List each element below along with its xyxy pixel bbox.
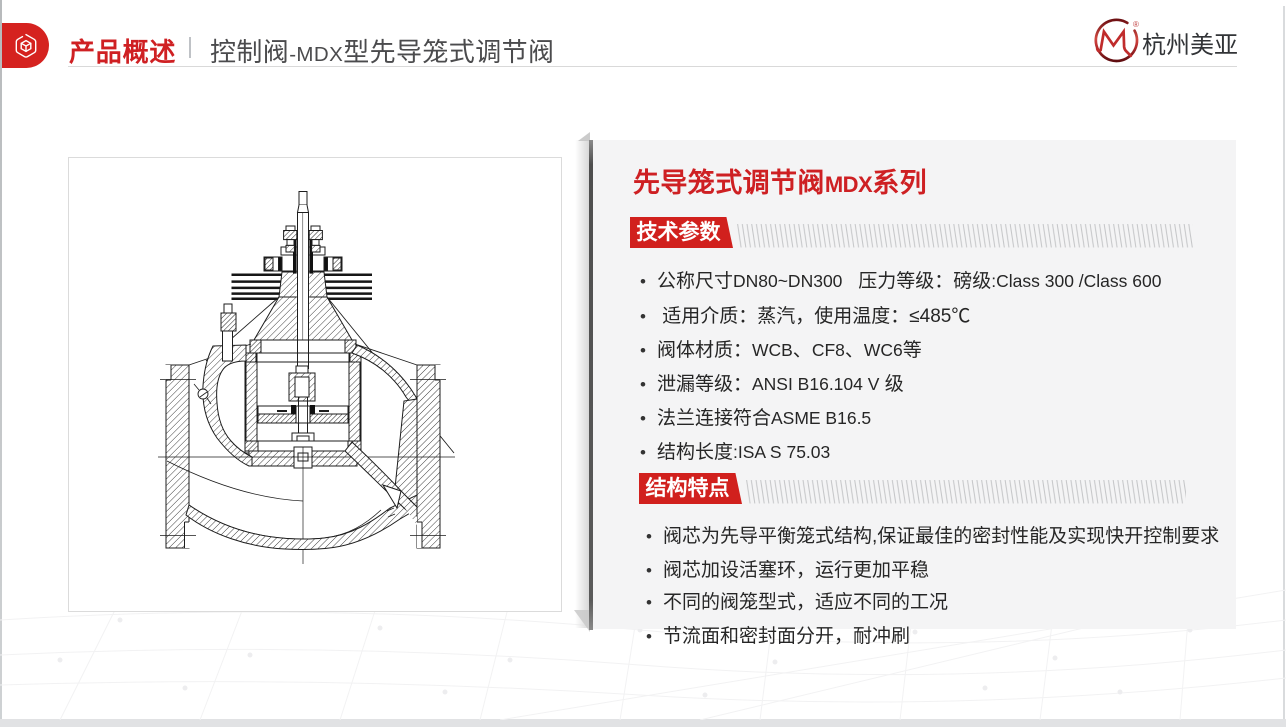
- svg-text:®: ®: [1133, 20, 1139, 29]
